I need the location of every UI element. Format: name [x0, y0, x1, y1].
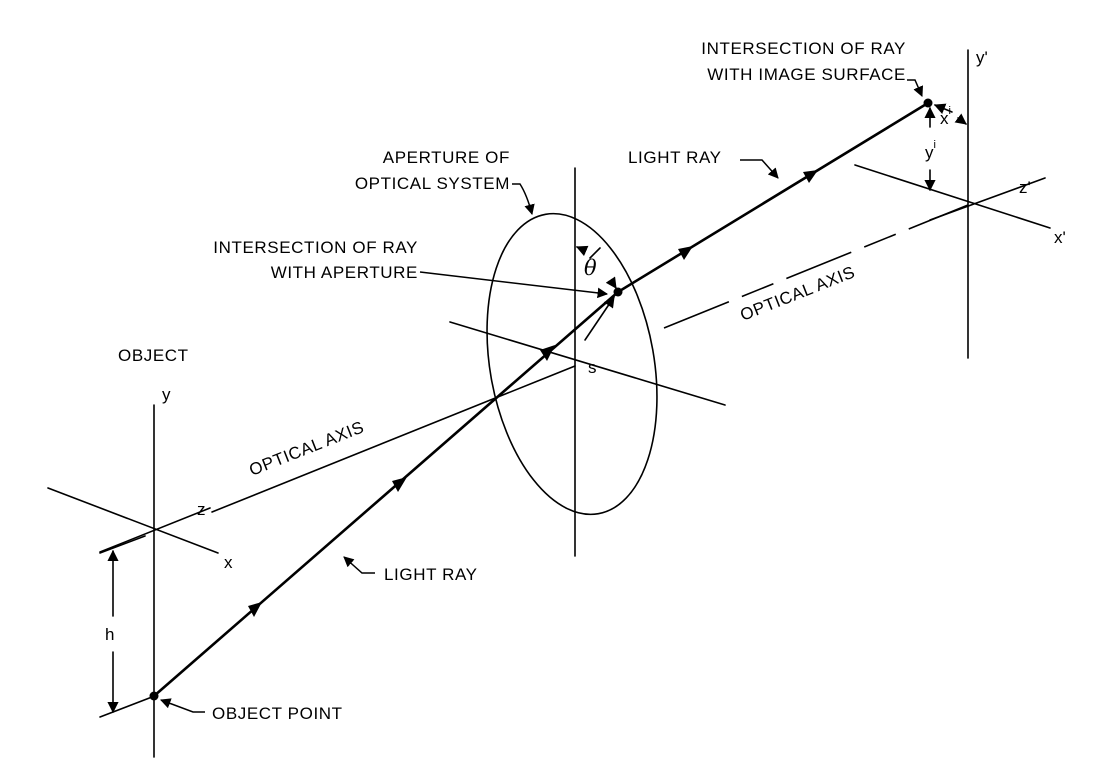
- object-x-symbol: x: [224, 553, 233, 572]
- s-symbol: s: [588, 358, 597, 377]
- object-z-axis: [99, 507, 211, 553]
- ray-arrow-1: [248, 602, 262, 617]
- image-x-axis: [854, 164, 1051, 229]
- theta-tick: [589, 247, 601, 259]
- aperture-axes: [449, 167, 726, 557]
- ray-arrow-2: [392, 477, 407, 492]
- ray-arrow-5: [803, 170, 818, 183]
- aperture-leader: [512, 183, 535, 216]
- object-label: OBJECT: [118, 346, 189, 365]
- ray-aperture-leader: [419, 271, 609, 299]
- lower-light-ray-leader: [343, 556, 375, 574]
- light-ray-lower-label: LIGHT RAY: [384, 565, 478, 584]
- upper-light-ray-leader: [740, 159, 779, 179]
- optical-axis-right-label: OPTICAL AXIS: [738, 262, 858, 324]
- light-ray: [152, 101, 930, 698]
- optical-axis-right-segment: [663, 204, 969, 329]
- h-extension-top: [99, 535, 146, 554]
- image-x-prime-symbol: x': [1054, 228, 1066, 247]
- object-point-leader: [160, 698, 205, 713]
- optical-axis: [211, 204, 969, 513]
- image-yi-symbol: yi: [925, 139, 936, 162]
- ray-arrow-3: [540, 345, 555, 361]
- h-extension-bottom: [99, 696, 153, 718]
- image-z-axis: [929, 177, 1046, 221]
- ray-arrow-4: [678, 246, 693, 260]
- object-point-dot: [149, 691, 159, 701]
- theta-symbol: θ: [584, 256, 597, 280]
- height-dimension: [99, 535, 153, 718]
- aperture-label-line1: APERTURE OF: [383, 148, 510, 167]
- aperture-ellipse: [486, 212, 658, 516]
- object-x-axis: [47, 487, 219, 554]
- image-xi-symbol: xi: [940, 105, 951, 128]
- aperture-horizontal-axis: [449, 321, 726, 406]
- theta-arrow-left: [575, 245, 589, 257]
- object-point-label: OBJECT POINT: [212, 704, 343, 723]
- h-symbol: h: [105, 625, 114, 644]
- ray-image-label-line1: INTERSECTION OF RAY: [701, 39, 906, 58]
- ray-image-leader: [907, 79, 924, 97]
- light-ray-aperture-to-image: [616, 101, 930, 294]
- ray-aperture-label-line1: INTERSECTION OF RAY: [213, 238, 418, 257]
- image-z-prime-symbol: z': [1019, 178, 1031, 197]
- object-y-symbol: y: [162, 385, 171, 404]
- light-ray-object-to-aperture: [152, 290, 620, 698]
- xi-arrow-left: [933, 103, 953, 115]
- image-axes: [854, 49, 1051, 359]
- s-arrow: [584, 296, 615, 341]
- object-z-symbol: z: [197, 500, 206, 519]
- optical-axis-left-label: OPTICAL AXIS: [247, 417, 367, 479]
- light-ray-upper-label: LIGHT RAY: [628, 148, 722, 167]
- optical-axis-left-segment: [211, 365, 576, 513]
- theta-arrow-right: [605, 276, 617, 289]
- image-intersection-dot: [923, 98, 933, 108]
- ray-aperture-label-line2: WITH APERTURE: [271, 263, 418, 282]
- image-y-prime-symbol: y': [976, 48, 988, 67]
- ray-image-label-line2: WITH IMAGE SURFACE: [707, 65, 906, 84]
- xi-arrow-right: [954, 113, 967, 125]
- aperture-label-line2: OPTICAL SYSTEM: [355, 174, 510, 193]
- aperture-intersection-dot: [613, 287, 623, 297]
